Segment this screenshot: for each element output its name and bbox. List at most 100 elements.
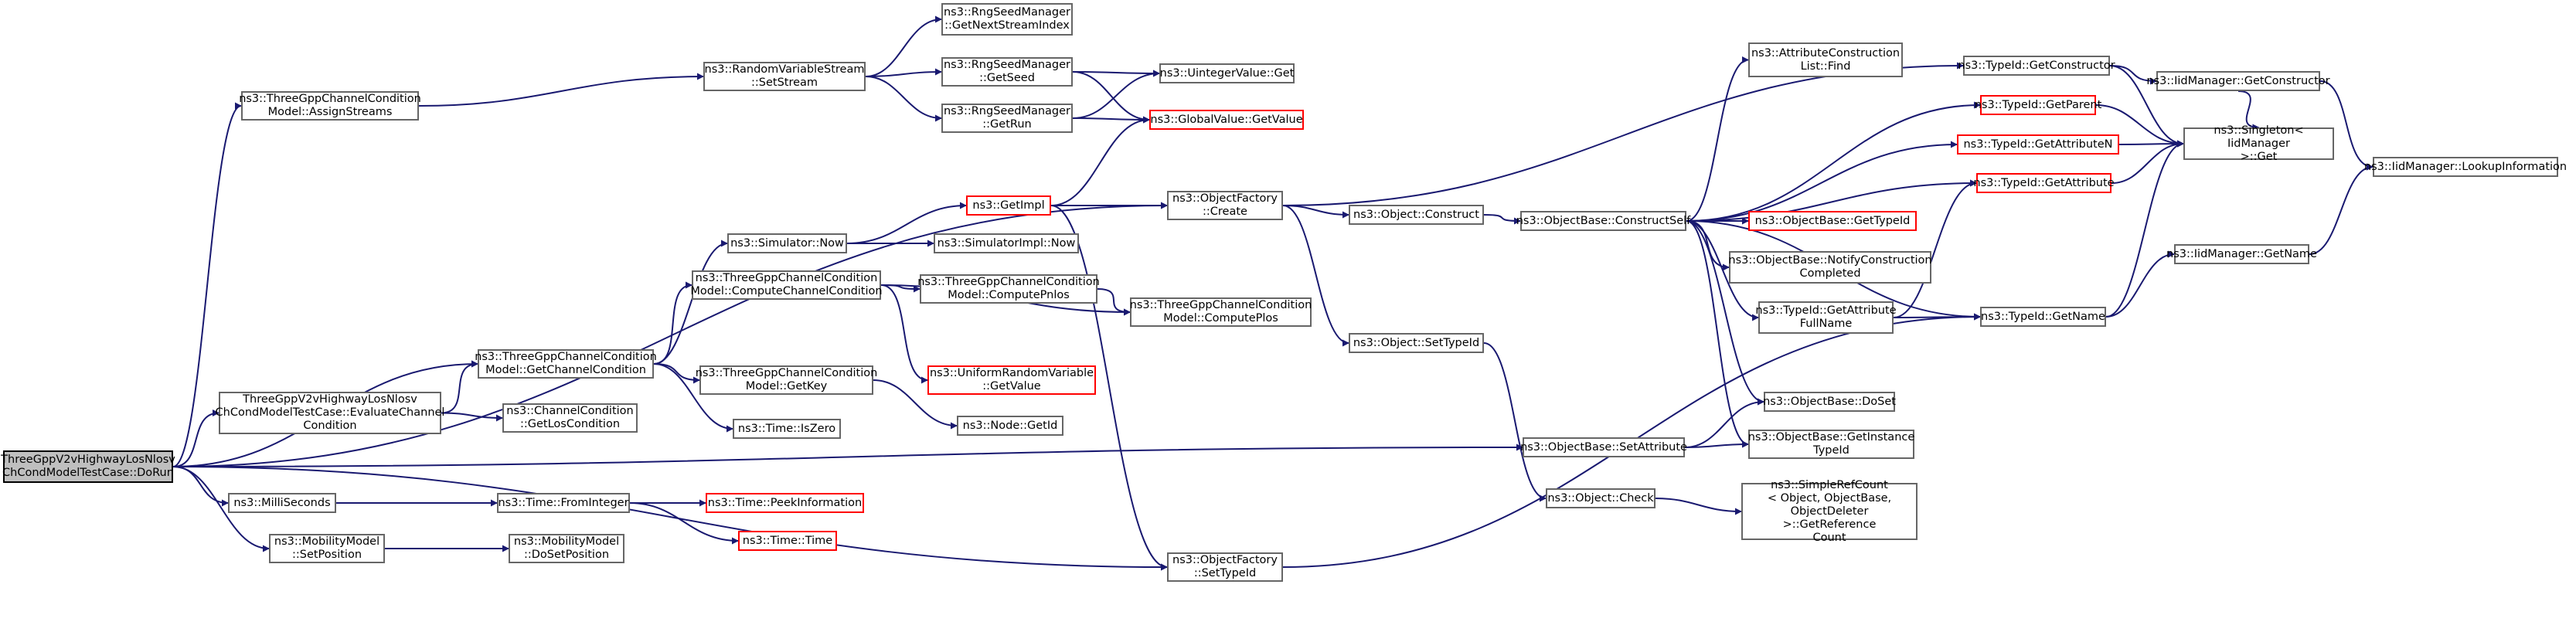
function-node-get-base-type-id[interactable]: ns3::ObjectBase::GetTypeId	[1748, 211, 1917, 231]
call-edge-setStream-to-getRun	[865, 76, 942, 122]
function-node-obj-construct[interactable]: ns3::Object::Construct	[1349, 205, 1484, 225]
call-edge-objSetTypeId-to-objCheck	[1483, 342, 1547, 502]
call-edge-ofCreate-to-objSetTypeId	[1282, 205, 1349, 347]
function-node-comp-c-c[interactable]: ns3::ThreeGppChannelCondition Model::Com…	[690, 270, 883, 300]
function-node-eval-c-c[interactable]: ThreeGppV2vHighwayLosNlosv ChCondModelTe…	[216, 392, 444, 434]
function-node-notify-const[interactable]: ns3::ObjectBase::NotifyConstruction Comp…	[1728, 251, 1932, 284]
call-edge-constructSelf-to-doSet	[1686, 220, 1764, 406]
function-node-global-get[interactable]: ns3::GlobalValue::GetValue	[1149, 110, 1304, 130]
call-edge-objCheck-to-refCount	[1655, 498, 1742, 515]
call-edge-iidGetCons-to-iidLookup	[2319, 80, 2374, 171]
function-node-assign[interactable]: ns3::ThreeGppChannelCondition Model::Ass…	[239, 91, 421, 121]
function-node-get-run[interactable]: ns3::RngSeedManager ::GetRun	[941, 104, 1073, 133]
call-edge-tidGetName-to-singletonGet	[2105, 140, 2184, 318]
function-node-iid-lookup[interactable]: ns3::IidManager::LookupInformation	[2364, 157, 2567, 177]
function-node-set-attribute[interactable]: ns3::ObjectBase::SetAttribute	[1520, 437, 1687, 457]
function-node-set-stream[interactable]: ns3::RandomVariableStream ::SetStream	[703, 62, 866, 91]
call-edge-tidGetCons-to-singletonGet	[2109, 65, 2184, 148]
call-edge-simNow-to-getImpl	[846, 202, 967, 244]
call-edge-root-to-ofSetTypeId	[172, 466, 1168, 571]
call-edge-constructSelf-to-tidGetAttrN	[1686, 141, 1958, 222]
function-node-milli[interactable]: ns3::MilliSeconds	[228, 493, 336, 513]
call-edge-iidGetName-to-iidLookup	[2309, 163, 2374, 255]
function-node-of-create[interactable]: ns3::ObjectFactory ::Create	[1167, 191, 1283, 220]
call-edge-compPnlos-to-compPlos	[1097, 288, 1131, 316]
function-node-iid-get-name[interactable]: ns3::IidManager::GetName	[2166, 244, 2317, 264]
function-node-ref-count[interactable]: ns3::SimpleRefCount < Object, ObjectBase…	[1741, 479, 1918, 544]
function-node-tid-get-cons[interactable]: ns3::TypeId::GetConstructor	[1958, 56, 2115, 76]
function-node-peek-info[interactable]: ns3::Time::PeekInformation	[706, 493, 864, 513]
function-node-get-los[interactable]: ns3::ChannelCondition ::GetLosCondition	[502, 403, 638, 433]
call-edge-constructSelf-to-getAttrFull	[1686, 220, 1759, 321]
call-edge-ofCreate-to-tidGetCons	[1282, 62, 1964, 206]
call-edge-root-to-assign	[172, 102, 242, 467]
call-edge-setStream-to-nextStream	[865, 15, 942, 77]
call-edge-getSeed-to-globalGet	[1072, 71, 1150, 124]
function-node-singleton-get[interactable]: ns3::Singleton< IidManager >::Get	[2183, 124, 2334, 163]
function-node-obj-set-type-id[interactable]: ns3::Object::SetTypeId	[1349, 333, 1484, 353]
function-node-node-get-id[interactable]: ns3::Node::GetId	[957, 416, 1063, 436]
function-node-comp-plos[interactable]: ns3::ThreeGppChannelCondition Model::Com…	[1130, 297, 1312, 327]
function-node-tid-get-parent[interactable]: ns3::TypeId::GetParent	[1975, 95, 2101, 115]
call-edge-getCC-to-simNow	[653, 240, 728, 365]
call-edge-constructSelf-to-notifyConst	[1686, 220, 1730, 271]
call-edge-getSeed-to-uintGet	[1072, 70, 1160, 77]
function-node-of-set-type-id[interactable]: ns3::ObjectFactory ::SetTypeId	[1167, 552, 1283, 582]
call-edge-setStream-to-getSeed	[865, 68, 942, 77]
function-node-get-key[interactable]: ns3::ThreeGppChannelCondition Model::Get…	[696, 365, 877, 395]
call-edge-setAttribute-to-doSet	[1684, 398, 1764, 448]
function-node-get-c-c[interactable]: ns3::ThreeGppChannelCondition Model::Get…	[475, 349, 657, 379]
call-edge-objConstruct-to-constructSelf	[1483, 214, 1521, 225]
function-node-sim-now[interactable]: ns3::Simulator::Now	[727, 233, 847, 253]
function-node-get-inst-type-id[interactable]: ns3::ObjectBase::GetInstance TypeId	[1748, 430, 1914, 459]
call-edge-getImpl-to-globalGet	[1050, 116, 1150, 206]
call-edge-constructSelf-to-attrListFind	[1686, 56, 1749, 222]
call-edge-tidGetAttr-to-singletonGet	[2111, 140, 2184, 184]
function-node-iid-get-cons[interactable]: ns3::IidManager::GetConstructor	[2146, 71, 2330, 91]
call-edge-constructSelf-to-tidGetParent	[1686, 101, 1981, 222]
call-edge-root-to-evalCC	[172, 409, 219, 467]
call-edge-iidGetCons-to-singletonGet	[2237, 90, 2260, 131]
function-node-get-attr-full[interactable]: ns3::TypeId::GetAttribute FullName	[1755, 301, 1897, 334]
function-node-mm-set-pos[interactable]: ns3::MobilityModel ::SetPosition	[269, 534, 385, 563]
call-edge-root-to-milli	[172, 466, 229, 507]
call-edge-getCC-to-timeZero	[653, 363, 733, 433]
function-node-tid-get-attr-n[interactable]: ns3::TypeId::GetAttributeN	[1957, 134, 2119, 155]
call-edge-constructSelf-to-tidGetAttr	[1686, 179, 1977, 222]
call-edge-assign-to-setStream	[418, 73, 704, 107]
function-node-get-impl[interactable]: ns3::GetImpl	[966, 195, 1051, 216]
function-node-do-set[interactable]: ns3::ObjectBase::DoSet	[1763, 392, 1896, 412]
function-node-tid-get-attr[interactable]: ns3::TypeId::GetAttribute	[1973, 173, 2115, 193]
call-edge-fromInt-to-timeTime	[629, 502, 739, 545]
function-node-attr-list-find[interactable]: ns3::AttributeConstruction List::Find	[1748, 42, 1903, 77]
function-node-comp-pnlos[interactable]: ns3::ThreeGppChannelCondition Model::Com…	[917, 274, 1100, 304]
function-node-time-time[interactable]: ns3::Time::Time	[738, 531, 837, 551]
call-edge-getRun-to-globalGet	[1072, 116, 1150, 124]
function-node-uniform-get[interactable]: ns3::UniformRandomVariable ::GetValue	[927, 365, 1096, 395]
call-edge-getCC-to-getKey	[653, 363, 700, 384]
function-node-sim-impl-now[interactable]: ns3::SimulatorImpl::Now	[934, 233, 1079, 253]
function-node-root: ThreeGppV2vHighwayLosNlosv ChCondModelTe…	[1, 450, 175, 483]
call-edge-tidGetParent-to-singletonGet	[2095, 104, 2184, 148]
call-edge-root-to-ofCreate	[172, 202, 1168, 467]
function-node-mm-do-set-pos[interactable]: ns3::MobilityModel ::DoSetPosition	[509, 534, 624, 563]
call-edge-compCC-to-uniformGet	[880, 284, 928, 384]
function-node-time-zero[interactable]: ns3::Time::IsZero	[733, 419, 841, 439]
function-node-get-seed[interactable]: ns3::RngSeedManager ::GetSeed	[941, 57, 1073, 87]
function-node-construct-self[interactable]: ns3::ObjectBase::ConstructSelf	[1516, 211, 1690, 231]
call-edge-constructSelf-to-getInstTypeId	[1686, 220, 1749, 448]
call-edge-getCC-to-compCC	[653, 281, 692, 365]
function-node-next-stream[interactable]: ns3::RngSeedManager ::GetNextStreamIndex	[941, 3, 1073, 36]
call-edge-tidGetCons-to-iidGetCons	[2109, 65, 2157, 85]
call-edge-getImpl-to-ofSetTypeId	[1050, 205, 1168, 571]
function-node-from-int[interactable]: ns3::Time::FromInteger	[497, 493, 630, 513]
function-node-uint-get[interactable]: ns3::UintegerValue::Get	[1159, 63, 1295, 83]
call-edge-getAttrFull-to-tidGetAttr	[1893, 179, 1977, 318]
call-edge-setAttribute-to-getInstTypeId	[1684, 440, 1749, 448]
function-node-obj-check[interactable]: ns3::Object::Check	[1546, 488, 1656, 508]
call-edge-getRun-to-uintGet	[1072, 70, 1160, 119]
function-node-tid-get-name[interactable]: ns3::TypeId::GetName	[1980, 307, 2106, 327]
call-edge-root-to-mmSetPos	[172, 466, 270, 552]
